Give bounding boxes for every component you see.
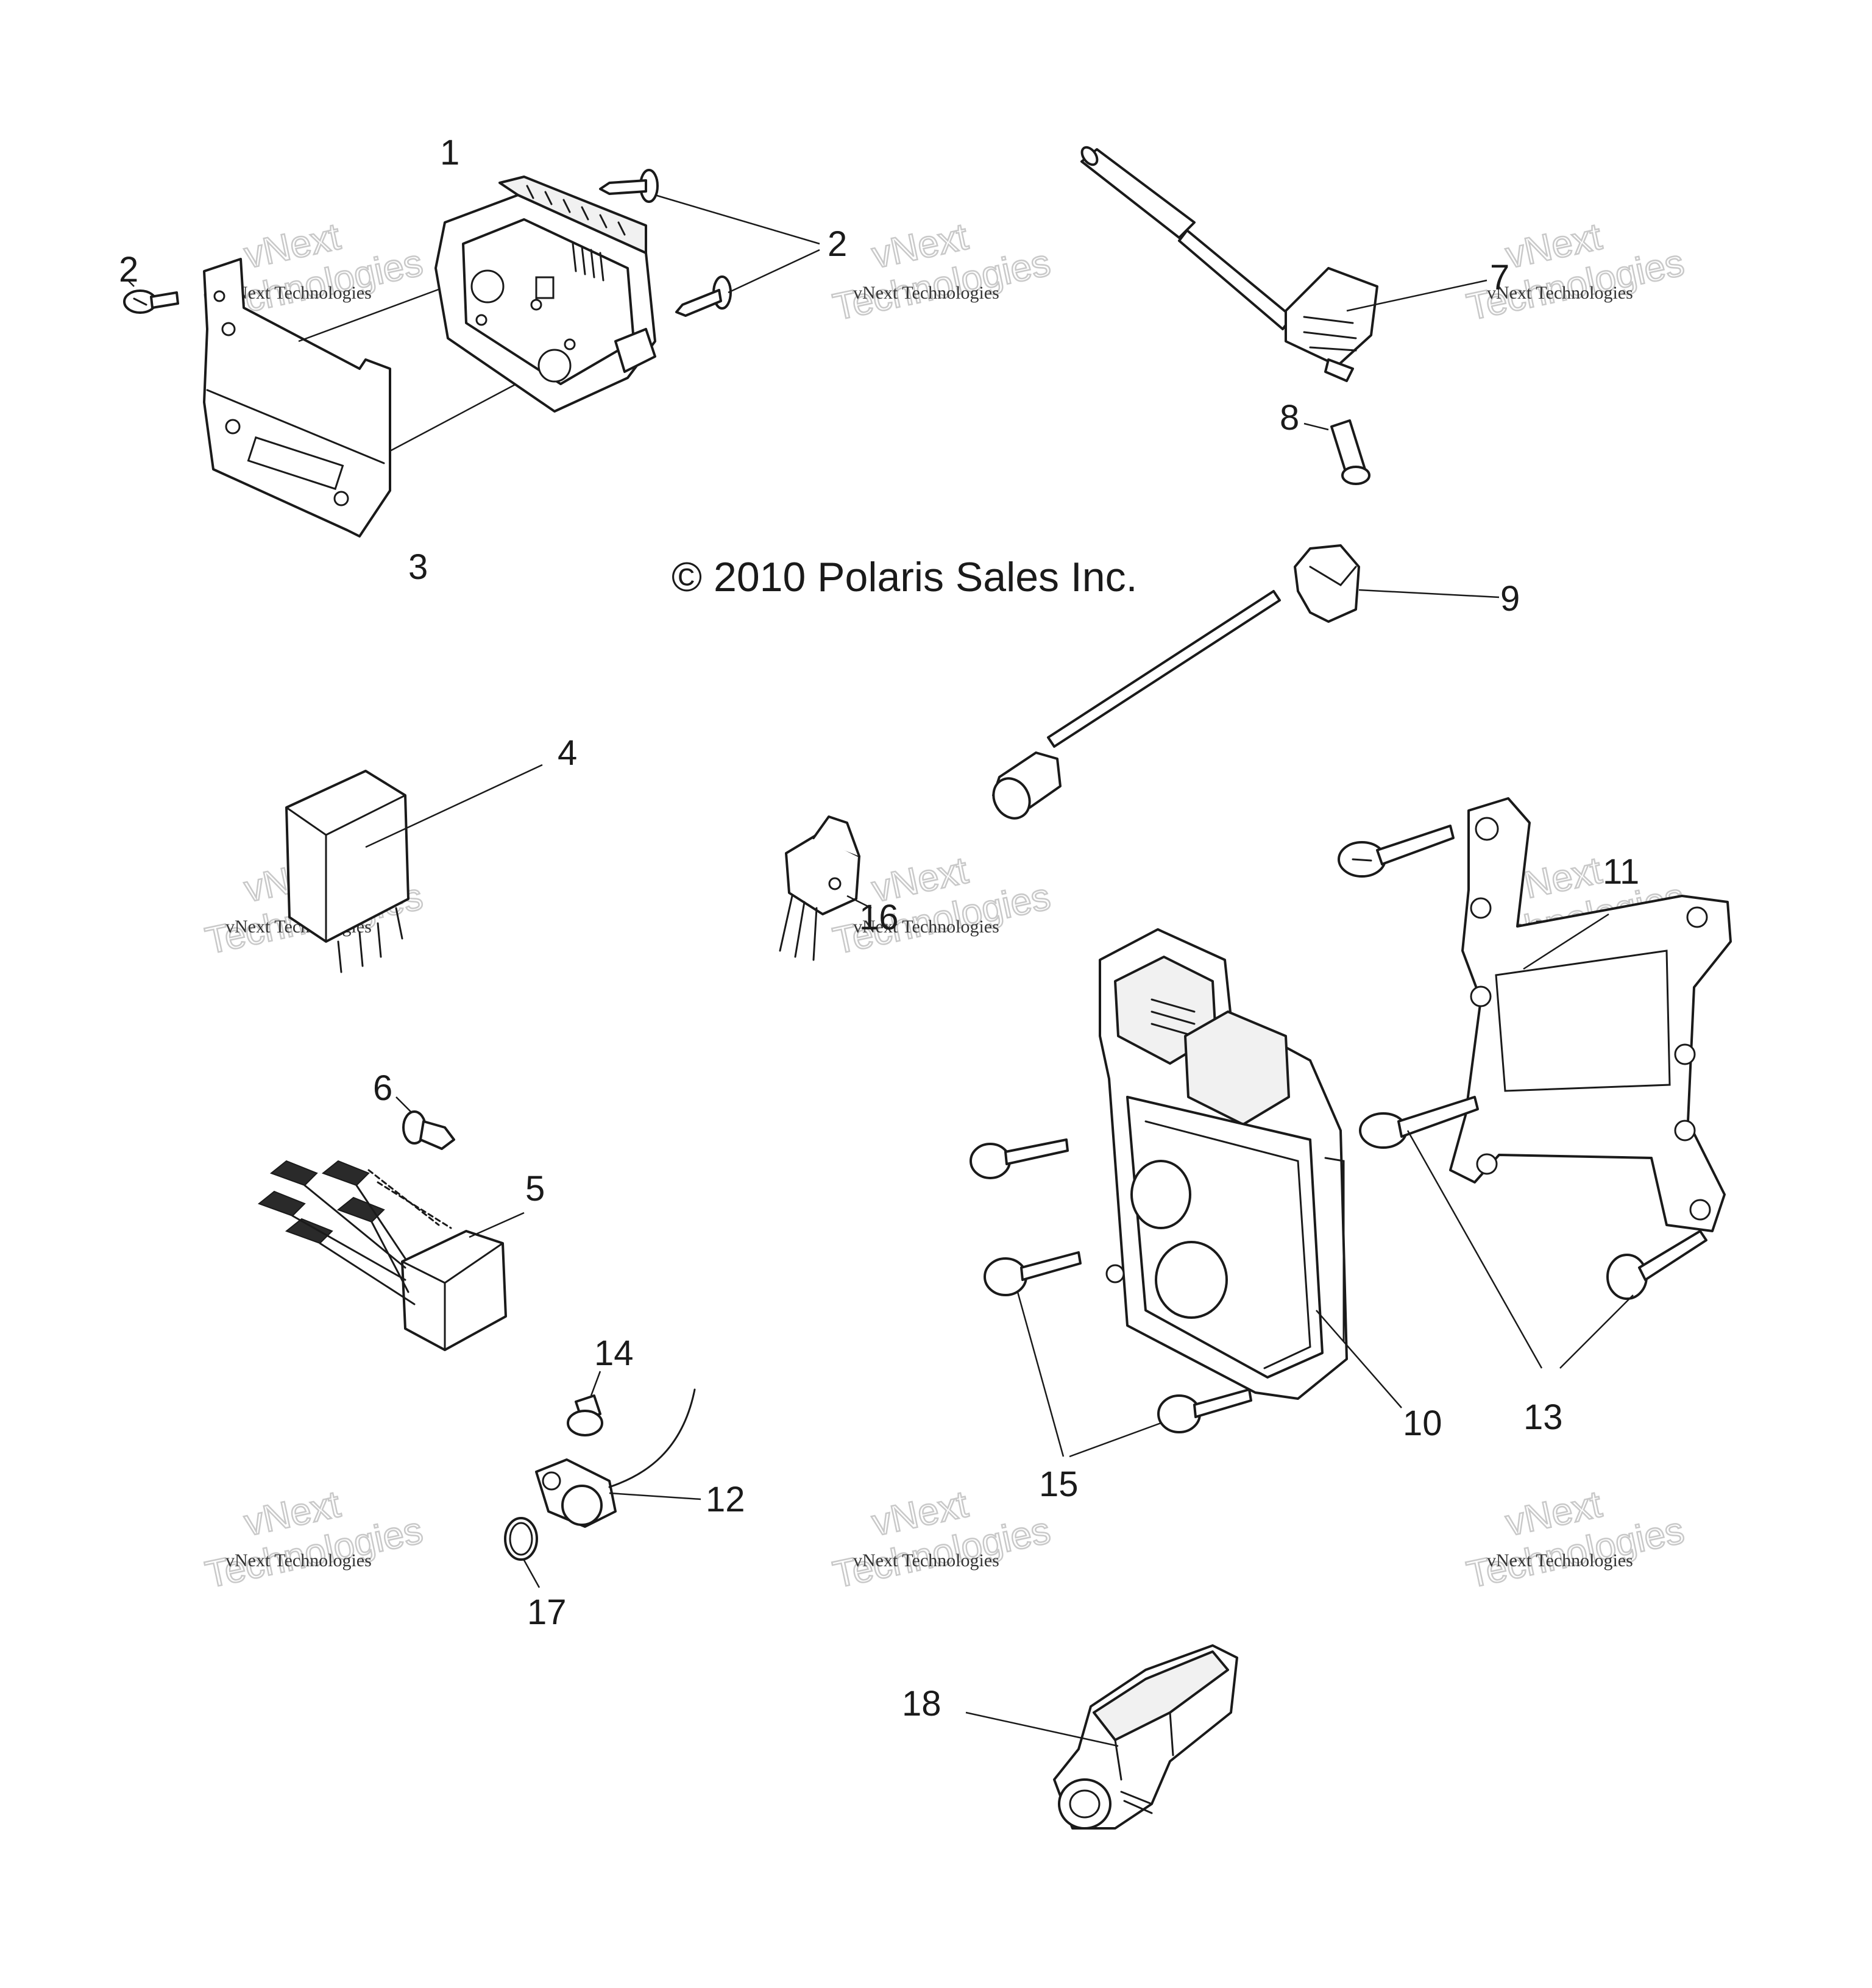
part-13-screws	[1338, 825, 1707, 1369]
callout-12: 12	[706, 1480, 745, 1519]
screw-2c	[675, 275, 732, 317]
callout-4: 4	[558, 733, 577, 773]
part-18-sensor	[965, 1644, 1238, 1830]
screw-15a	[970, 1138, 1069, 1179]
callout-13: 13	[1523, 1397, 1563, 1437]
callout-8: 8	[1280, 398, 1299, 438]
callout-14: 14	[594, 1333, 634, 1373]
callout-15: 15	[1039, 1464, 1079, 1504]
watermark: vNext Technologies vNext Technologies	[829, 215, 1055, 329]
watermark-group: vNext Technologies vNext Technologies vN…	[201, 215, 1689, 1597]
watermark-label: vNext Technologies	[1487, 1550, 1633, 1571]
callout-1: 1	[440, 133, 459, 172]
part-8-bolt	[1303, 419, 1370, 485]
watermark-label: vNext Technologies	[853, 1550, 999, 1571]
part-2-screws	[123, 169, 820, 317]
callout-labels: 1 2 2 3 4 5 6 7 8 9 10 11 12 13 14 15 16…	[119, 133, 1639, 1724]
callout-9: 9	[1500, 579, 1520, 619]
screw-15b	[984, 1251, 1082, 1296]
watermark: vNext Technologies vNext Technologies	[201, 1482, 427, 1597]
callout-10: 10	[1403, 1404, 1442, 1443]
callout-18: 18	[902, 1684, 941, 1724]
watermark: vNext Technologies vNext Technologies	[829, 1482, 1055, 1597]
watermark: vNext Technologies vNext Technologies	[1462, 1482, 1689, 1597]
callout-2-right: 2	[828, 224, 847, 264]
part-7-sensor	[1080, 146, 1487, 382]
part-12-sensor	[535, 1388, 701, 1528]
part-10-ecu	[1099, 928, 1402, 1408]
watermark-label: vNext Technologies	[853, 917, 999, 937]
watermark-label: vNext Technologies	[225, 283, 372, 303]
callout-7: 7	[1490, 258, 1509, 297]
part-6-pin	[395, 1096, 455, 1150]
watermark-label: vNext Technologies	[853, 283, 999, 303]
part-16-switch	[779, 815, 872, 961]
part-1-module	[434, 176, 656, 413]
copyright-notice: © 2010 Polaris Sales Inc.	[672, 554, 1138, 600]
part-9-sensor	[992, 544, 1500, 820]
callout-6: 6	[373, 1068, 392, 1108]
part-14-bolt	[567, 1371, 603, 1436]
part-3-bracket	[203, 258, 540, 538]
part-15-screws	[970, 1138, 1252, 1458]
screw-13a	[1338, 825, 1455, 878]
callout-2-left: 2	[119, 250, 138, 289]
watermark-label: vNext Technologies	[1487, 283, 1633, 303]
screw-13b	[1359, 1096, 1479, 1149]
callout-11: 11	[1603, 852, 1639, 892]
callout-17: 17	[527, 1592, 567, 1632]
callout-3: 3	[408, 547, 428, 587]
callout-5: 5	[525, 1169, 545, 1209]
screw-2b	[599, 169, 659, 203]
part-4-relay	[285, 764, 543, 973]
callout-16: 16	[859, 898, 899, 937]
screw-2a	[123, 289, 179, 314]
screw-13c	[1606, 1230, 1707, 1300]
part-17-oring	[504, 1517, 541, 1588]
screw-15c	[1157, 1388, 1252, 1433]
watermark-label: vNext Technologies	[225, 1550, 372, 1571]
part-5-harness	[257, 1160, 525, 1351]
part-11-frame	[1449, 797, 1732, 1232]
